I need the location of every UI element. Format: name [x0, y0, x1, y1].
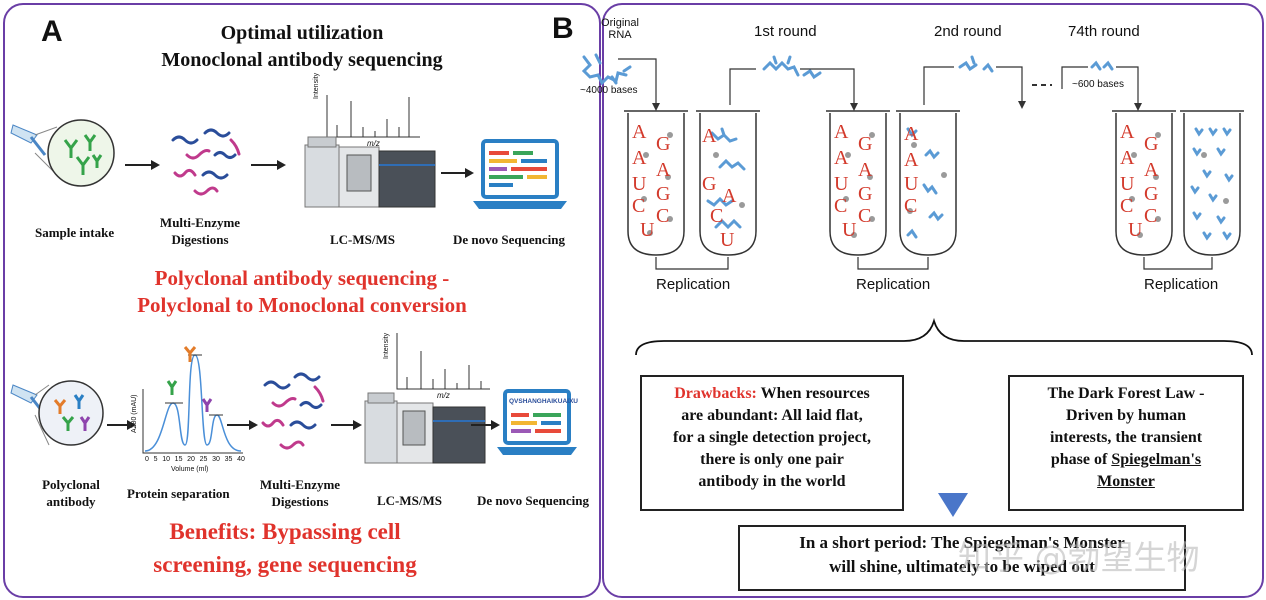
panel-letter-a: A: [41, 15, 63, 48]
chromatogram-chart-icon: [142, 346, 243, 454]
rna-molecule-icon: [581, 53, 632, 86]
curly-brace: [635, 317, 1253, 356]
polyclonal-title-line2: Polyclonal to Monoclonal conversion: [137, 293, 467, 317]
label-sample-intake: Sample intake: [35, 225, 115, 240]
peptides-icon: [171, 128, 241, 196]
spectrum-y-label-bottom: Intensity: [383, 332, 390, 359]
dark-forest-box: The Dark Forest Law - Driven by human in…: [1008, 375, 1244, 511]
spectrum-x-label-bottom: m/z: [437, 391, 450, 400]
drawbacks-label: Drawbacks:: [674, 385, 757, 402]
laptop-icon: [473, 139, 567, 209]
replication-label-3: Replication: [1144, 276, 1219, 293]
label-polyclonal-2: antibody: [46, 494, 96, 509]
panel-a-graphics: [10, 95, 577, 464]
label-polyclonal-1: Polyclonal: [42, 477, 100, 492]
panel-a-title-line2: Monoclonal antibody sequencing: [161, 49, 443, 71]
watermark-text: 知乎 @勃望生物: [958, 538, 1200, 577]
panel-a: A Optimal utilization Monoclonal antibod…: [3, 3, 601, 598]
spectrum-y-label: Intensity: [313, 72, 320, 99]
round-1-label: 1st round: [754, 23, 817, 40]
rna-molecule-icon: [958, 55, 994, 73]
lc-ms-instrument-icon: [304, 136, 436, 208]
pipette-icon: [10, 124, 47, 156]
rna-molecule-icon: [762, 55, 822, 80]
label-lcms-top: LC-MS/MS: [330, 232, 395, 247]
panel-a-title-line1: Optimal utilization: [220, 22, 384, 44]
label-multi-enzyme-bottom-1: Multi-Enzyme: [259, 477, 341, 492]
peptides-icon: [261, 372, 325, 450]
bases-end-label: ~600 bases: [1072, 79, 1124, 90]
test-tube-pair: [627, 113, 1241, 256]
polyclonal-title-line1: Polyclonal antibody sequencing -: [154, 266, 450, 290]
label-denovo-top: De novo Sequencing: [453, 232, 565, 247]
nucleotide-particles: [641, 132, 1229, 238]
replication-brackets: [655, 257, 1213, 270]
label-protein-separation: Protein separation: [127, 486, 230, 501]
chromatogram-y-label: A280 (mAU): [131, 394, 138, 433]
spectrum-chart-icon: [326, 95, 420, 138]
label-denovo-bottom: De novo Sequencing: [477, 493, 589, 508]
replication-label-1: Replication: [656, 276, 731, 293]
short-period-box: In a short period: The Spiegelman's Mons…: [738, 525, 1186, 591]
laptop-screen-text: QVSHANGHAIKUAIXU: [509, 398, 578, 405]
label-multi-enzyme-bottom-2: Digestions: [271, 494, 329, 509]
panel-b-graphics: [581, 53, 1253, 517]
label-lcms-bottom: LC-MS/MS: [377, 493, 442, 508]
down-arrow-icon: [938, 493, 968, 517]
replicated-rna-icons: [706, 127, 1234, 241]
spectrum-chart-icon: [396, 333, 490, 390]
benefits-line2: screening, gene sequencing: [153, 552, 417, 577]
label-multi-enzyme-top-1: Multi-Enzyme: [159, 215, 241, 230]
rna-molecule-icon: [1090, 60, 1114, 71]
round-74-label: 74th round: [1068, 23, 1140, 40]
label-multi-enzyme-top-2: Digestions: [171, 232, 229, 247]
spectrum-x-label: m/z: [367, 139, 380, 148]
drawbacks-box: Drawbacks: When resources are abundant: …: [640, 375, 904, 511]
panel-letter-b: B: [548, 12, 578, 46]
bases-start-label: ~4000 bases: [580, 85, 638, 96]
sample-circle-icon: [34, 119, 115, 187]
replication-label-2: Replication: [856, 276, 931, 293]
round-2-label: 2nd round: [934, 23, 1002, 40]
polyclonal-sample-circle-icon: [34, 380, 104, 446]
chromatogram-x-label: Volume (ml): [171, 466, 209, 473]
laptop-icon: [497, 389, 577, 455]
benefits-line1: Benefits: Bypassing cell: [169, 519, 401, 544]
lc-ms-instrument-icon: [364, 392, 486, 464]
